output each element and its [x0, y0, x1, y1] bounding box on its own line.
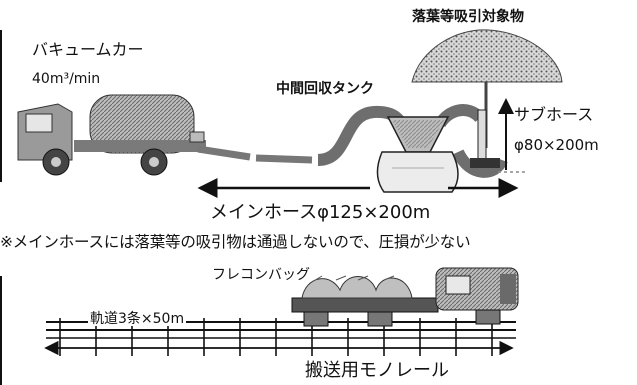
note-text: ※メインホースには落葉等の吸引物は通過しないので、圧損が少ない — [0, 233, 471, 251]
truck-icon — [17, 94, 206, 176]
vacuum-car-label: バキュームカー — [32, 40, 144, 59]
monorail-label: 搬送用モノレール — [305, 360, 449, 381]
monorail-icon — [291, 267, 519, 327]
tank-icon — [376, 116, 459, 193]
flexible-bag-label: フレコンバッグ — [212, 267, 310, 283]
sub-hose — [470, 98, 526, 173]
intermediate-tank-label: 中間回収タンク — [276, 81, 374, 97]
sub-hose-spec: φ80×200m — [514, 136, 599, 154]
suction-target-label: 落葉等吸引対象物 — [412, 9, 524, 25]
vacuum-car-capacity: 40m³/min — [32, 71, 101, 87]
rail-label: 軌道3条×50m — [88, 311, 187, 327]
main-hose-label: メインホースφ125×200m — [210, 202, 431, 223]
sub-hose-label: サブホース — [514, 105, 594, 124]
